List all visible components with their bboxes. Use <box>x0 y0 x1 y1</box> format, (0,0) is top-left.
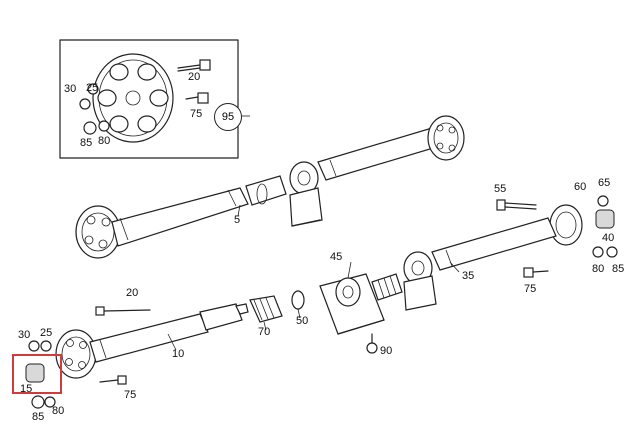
boot-70 <box>249 295 283 323</box>
label-35: 35 <box>462 270 475 282</box>
ring-50 <box>291 290 305 310</box>
bolt-75c <box>99 375 127 385</box>
centering-sleeve-15 <box>25 363 45 383</box>
label-75-inset: 75 <box>190 108 203 120</box>
label-5: 5 <box>234 214 241 226</box>
washer-80-inset <box>98 120 110 132</box>
nut-80b <box>592 246 604 258</box>
label-80-rear: 80 <box>592 263 605 275</box>
highlight-box-part-15 <box>12 354 62 394</box>
flex-disc-rear <box>549 204 583 246</box>
bolt-75-inset <box>185 92 209 104</box>
washer-25-inset <box>87 83 99 95</box>
label-40: 40 <box>602 232 615 244</box>
label-95: 95 <box>221 111 235 123</box>
bolt-75b <box>523 267 549 278</box>
label-65: 65 <box>598 177 611 189</box>
bolt-55 <box>496 199 537 211</box>
prop-shaft-front-5 <box>75 115 465 259</box>
label-50: 50 <box>296 315 309 327</box>
prop-shaft-rear-35 <box>371 217 557 311</box>
label-75-bottom: 75 <box>124 389 137 401</box>
inset-flex-disc-detail <box>59 39 239 159</box>
flex-disc-exploded <box>92 53 174 143</box>
label-30-inset: 30 <box>64 83 77 95</box>
nut-30b <box>28 340 40 352</box>
label-30-bottom: 30 <box>18 329 31 341</box>
bolt-20-inset <box>177 59 211 72</box>
washer-80c <box>44 396 56 408</box>
label-60: 60 <box>574 181 587 193</box>
callout-95: 95 <box>214 103 242 131</box>
washer-65 <box>597 195 609 207</box>
label-85-rear: 85 <box>612 263 625 275</box>
label-45: 45 <box>330 251 343 263</box>
nut-85c <box>31 395 45 409</box>
washer-25b <box>40 340 52 352</box>
label-55: 55 <box>494 183 507 195</box>
rear-disc-hardware <box>496 195 618 278</box>
label-10: 10 <box>172 348 185 360</box>
nut-85b <box>606 246 618 258</box>
nut-30-inset <box>79 98 91 110</box>
centering-sleeve-60 <box>595 209 615 229</box>
bolt-90 <box>366 333 378 354</box>
label-20-inset: 20 <box>188 71 201 83</box>
label-25-inset: 25 <box>86 82 99 94</box>
prop-shaft-front-10 <box>55 303 249 379</box>
label-85-bottom: 85 <box>32 411 45 423</box>
label-90: 90 <box>380 345 393 357</box>
label-80-bottom: 80 <box>52 405 65 417</box>
nut-85-inset <box>83 121 97 135</box>
label-80-inset: 80 <box>98 135 111 147</box>
label-15: 15 <box>20 383 33 395</box>
label-70: 70 <box>258 326 271 338</box>
label-75-rear: 75 <box>524 283 537 295</box>
label-25-bottom: 25 <box>40 327 53 339</box>
bolt-20b <box>95 306 151 316</box>
label-20-bottom: 20 <box>126 287 139 299</box>
label-85-inset: 85 <box>80 137 93 149</box>
